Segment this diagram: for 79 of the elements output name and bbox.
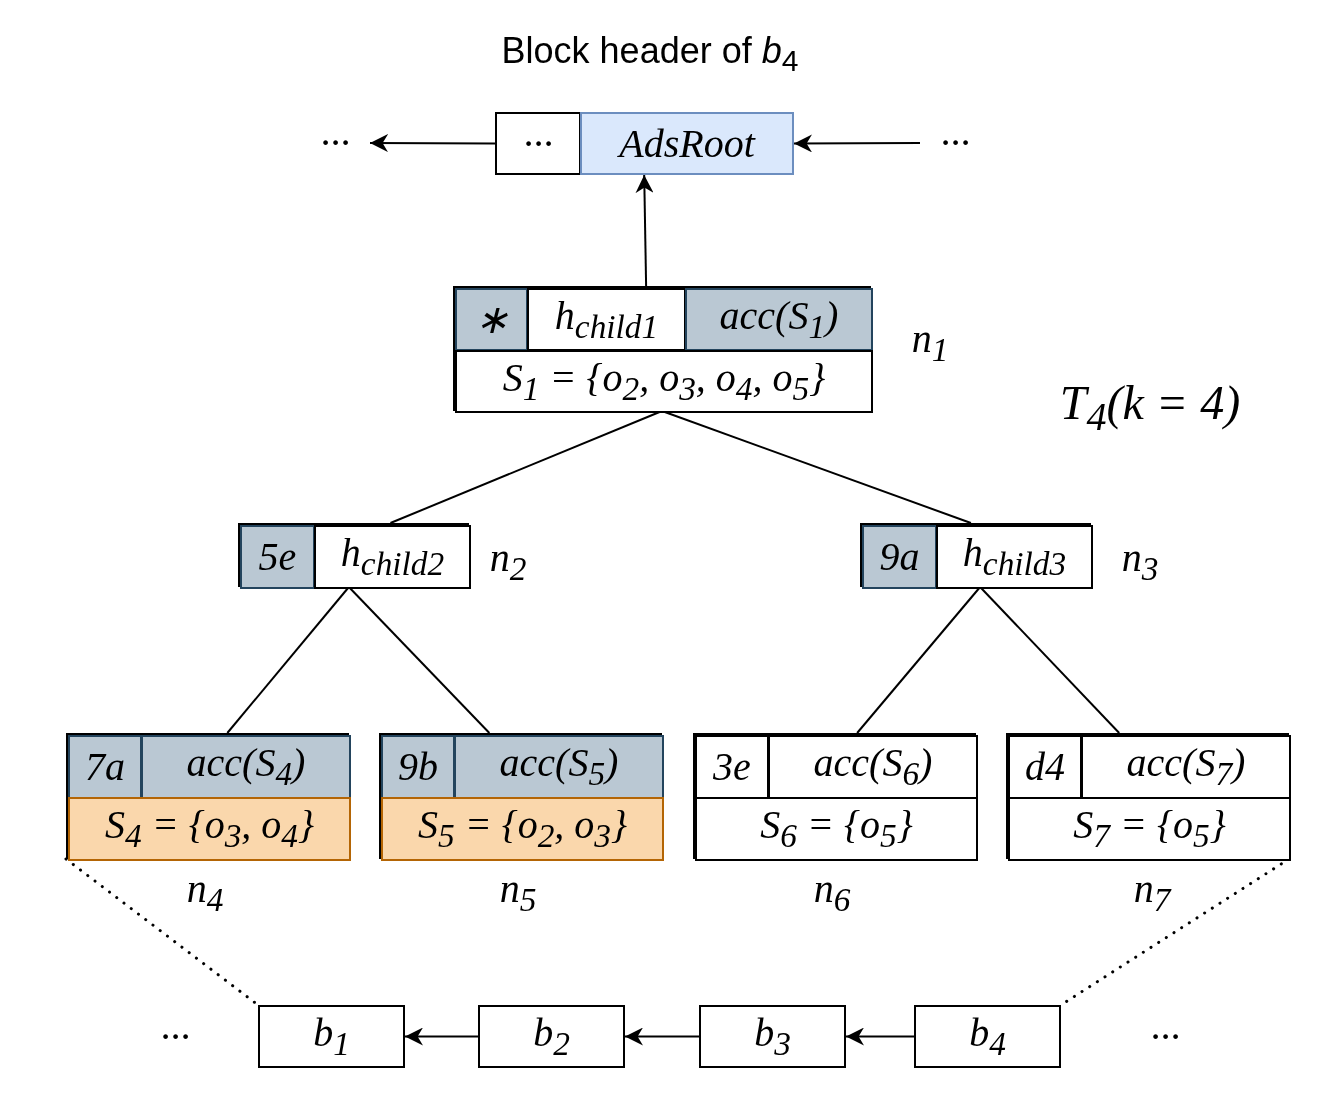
tree-edge: [226, 586, 350, 734]
cell-text: d4: [1025, 747, 1065, 787]
cell-text: S$_{6}$ = {o$_{5}$}: [760, 805, 913, 853]
cell-text: S$_{1}$ = {o$_{2}$, o$_{3}$, o$_{4}$, o$_{5}$}: [502, 357, 826, 406]
header-title: Block header of b$_{4}$: [500, 30, 800, 79]
cell-text: S$_{7}$ = {o$_{5}$}: [1073, 805, 1226, 853]
tree-label: T$_{4}$(k = 4): [1059, 379, 1241, 437]
ellipsis: ···: [160, 1017, 190, 1057]
field-cell: [1008, 797, 1291, 861]
cell-text: acc(S$_{6}$): [813, 743, 933, 791]
cell-text: acc(S$_{5}$): [499, 743, 619, 791]
arrow: [635, 174, 654, 287]
arrow: [793, 134, 921, 153]
field-cell: [685, 288, 873, 351]
tree-node: [66, 733, 349, 859]
ellipsis: ···: [320, 123, 350, 163]
cell-text: acc(S$_{1}$): [719, 295, 839, 344]
node-label: n$_{3}$: [1121, 538, 1159, 586]
ellipsis: ···: [940, 123, 970, 163]
node-label: n$_{5}$: [499, 869, 537, 917]
node-label: n$_{7}$: [1133, 869, 1171, 917]
block-label: b$_{3}$: [754, 1012, 791, 1061]
cell-text: 3e: [713, 747, 751, 787]
block-box: [478, 1005, 625, 1068]
field-cell: [862, 525, 937, 589]
cell-text: acc(S$_{7}$): [1126, 743, 1246, 791]
cell-text: 5e: [258, 537, 297, 577]
cell-text: 9a: [879, 537, 920, 577]
field-cell: [936, 525, 1093, 589]
field-cell: [495, 112, 581, 175]
block-box: [258, 1005, 405, 1068]
field-cell: [68, 797, 351, 861]
block-box: [699, 1005, 846, 1068]
cell-text: acc(S$_{4}$): [186, 743, 306, 791]
arrow: [404, 1027, 479, 1046]
ellipsis: ···: [1150, 1017, 1180, 1057]
block-box: [914, 1005, 1061, 1068]
block-label: b$_{2}$: [533, 1012, 570, 1061]
field-cell: [455, 350, 873, 413]
tree-node: [860, 523, 1091, 587]
tree-node: [693, 733, 976, 859]
cell-text: 9b: [398, 747, 438, 787]
cell-text: ∗: [474, 299, 509, 340]
field-cell: [1008, 735, 1082, 799]
tree-edge: [347, 586, 491, 734]
cell-text: ···: [523, 123, 553, 164]
field-cell: [240, 525, 315, 589]
field-cell: [695, 735, 769, 799]
field-cell: [454, 735, 664, 799]
tree-edge: [856, 586, 982, 734]
field-cell: [314, 525, 471, 589]
arrow: [845, 1027, 915, 1046]
tree-edge: [979, 586, 1121, 734]
field-cell: [1081, 735, 1291, 799]
field-cell: [381, 735, 455, 799]
field-cell: [381, 797, 664, 861]
arrow: [369, 134, 496, 153]
tree-node: [238, 523, 469, 587]
field-cell: [141, 735, 351, 799]
node-label: n$_{6}$: [813, 869, 851, 917]
node-label: n$_{2}$: [489, 538, 527, 586]
tree-node: [1006, 733, 1289, 859]
field-cell: [695, 797, 978, 861]
node-label: n$_{4}$: [186, 869, 224, 917]
arrow: [624, 1027, 700, 1046]
field-cell: [580, 112, 794, 175]
field-cell: [68, 735, 142, 799]
field-cell: [527, 288, 686, 351]
block-label: b$_{1}$: [313, 1012, 350, 1061]
node-label: n$_{1}$: [911, 319, 949, 367]
field-cell: [455, 288, 528, 351]
cell-text: AdsRoot: [619, 123, 755, 164]
field-cell: [768, 735, 978, 799]
cell-text: S$_{4}$ = {o$_{3}$, o$_{4}$}: [105, 805, 314, 853]
tree-node: [453, 286, 871, 411]
cell-text: S$_{5}$ = {o$_{2}$, o$_{3}$}: [418, 805, 627, 853]
block-label: b$_{4}$: [969, 1012, 1006, 1061]
tree-node: [379, 733, 662, 859]
cell-text: 7a: [85, 747, 125, 787]
